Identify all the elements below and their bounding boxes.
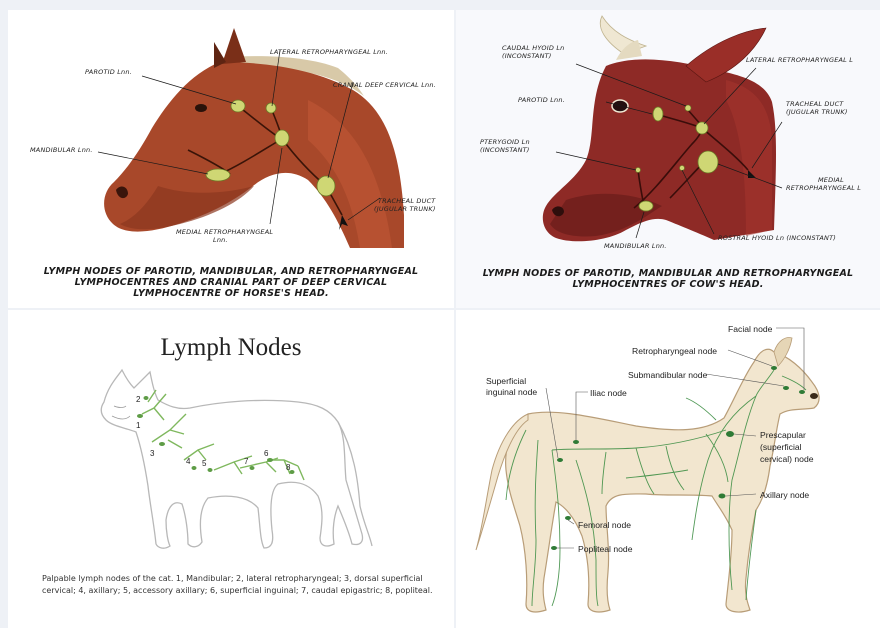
horse-caption-line: LYMPHOCENTRES AND CRANIAL PART OF DEEP C…	[8, 277, 454, 288]
horse-lateral-retro-node	[266, 103, 276, 113]
dog-axillary-node	[719, 494, 726, 499]
horse-medial-retro-label-1: MEDIAL RETROPHARYNGEAL	[176, 228, 273, 236]
cat-panel: Lymph Nodes 1 2 3 4 5	[8, 310, 454, 628]
cat-node-6	[267, 458, 273, 462]
dog-prescap-label-2: (superficial	[760, 442, 802, 452]
cow-mandibular-label: MANDIBULAR Lnn.	[604, 242, 667, 250]
cow-caption-line: LYMPH NODES OF PAROTID, MANDIBULAR AND R…	[456, 268, 880, 279]
horse-ear	[222, 28, 246, 64]
cow-caudal-hyoid-label-2: (INCONSTANT)	[502, 52, 552, 60]
dog-iliac-label: Iliac node	[590, 388, 627, 398]
horse-lateral-retro-label: LATERAL RETROPHARYNGEAL Lnn.	[270, 48, 388, 56]
cow-medial-retro-label-2: RETROPHARYNGEAL L	[786, 184, 861, 192]
horse-cranial-deep-label: CRANIAL DEEP CERVICAL Lnn.	[333, 81, 436, 89]
horse-cranial-deep-node	[317, 176, 335, 196]
dog-panel: Facial node Retropharyngeal node Submand…	[456, 310, 880, 628]
cow-rostral-hyoid-label: ROSTRAL HYOID Ln (INCONSTANT)	[718, 234, 836, 242]
dog-sup-ing-label-2: inguinal node	[486, 387, 537, 397]
horse-parotid-label: PAROTID Lnn.	[85, 68, 132, 76]
dog-retro-label: Retropharyngeal node	[632, 346, 717, 356]
cat-number-1: 1	[136, 421, 141, 430]
horse-medial-retro-node	[275, 130, 289, 146]
cat-number-7: 7	[244, 457, 249, 466]
dog-submand-label: Submandibular node	[628, 370, 708, 380]
cow-lateral-retro-label: LATERAL RETROPHARYNGEAL L	[746, 56, 853, 64]
cat-number-5: 5	[202, 459, 207, 468]
cow-mandibular-node	[639, 201, 653, 211]
cow-pterygoid-label-2: (INCONSTANT)	[480, 146, 530, 154]
horse-tracheal-label-1: TRACHEAL DUCT	[378, 197, 436, 205]
dog-prescap-label-1: Prescapular	[760, 430, 806, 440]
cat-number-2: 2	[136, 395, 141, 404]
horse-tracheal-label-2: (JUGULAR TRUNK)	[374, 205, 436, 213]
dog-body	[506, 349, 819, 612]
dog-submand-node	[783, 386, 789, 390]
dog-illustration: Facial node Retropharyngeal node Submand…	[456, 310, 880, 628]
horse-caption: LYMPH NODES OF PAROTID, MANDIBULAR, AND …	[8, 266, 454, 299]
cat-number-8: 8	[286, 463, 291, 472]
cow-caudal-hyoid-label-1: CAUDAL HYOID Ln	[502, 44, 564, 52]
cat-node-7	[250, 466, 255, 470]
cat-number-6: 6	[264, 449, 269, 458]
cat-node-4	[192, 466, 197, 470]
dog-facial-label: Facial node	[728, 324, 773, 334]
cow-parotid-node	[653, 107, 663, 121]
cow-pterygoid-label-1: PTERYGOID Ln	[480, 138, 530, 146]
dog-retro-node	[771, 366, 777, 370]
horse-caption-line: LYMPH NODES OF PAROTID, MANDIBULAR, AND …	[8, 266, 454, 277]
horse-mandibular-label: MANDIBULAR Lnn.	[30, 146, 93, 154]
dog-facial-node	[799, 390, 805, 394]
horse-mandibular-node	[206, 169, 230, 181]
dog-nose	[810, 393, 818, 399]
cow-face-shade	[550, 194, 662, 237]
dog-prescap-label-3: cervical) node	[760, 454, 814, 464]
dog-axillary-label: Axillary node	[760, 490, 809, 500]
cow-rostral-hyoid-node	[680, 166, 685, 171]
horse-illustration: PAROTID Lnn. LATERAL RETROPHARYNGEAL Lnn…	[8, 10, 454, 308]
cat-node-1	[137, 414, 143, 418]
dog-femoral-label: Femoral node	[578, 520, 631, 530]
dog-sup-ing-label-1: Superficial	[486, 376, 526, 386]
cat-number-3: 3	[150, 449, 155, 458]
cat-node-5	[208, 468, 213, 472]
dog-iliac-node	[573, 440, 579, 444]
dog-popliteal-label: Popliteal node	[578, 544, 633, 554]
cow-tracheal-label-1: TRACHEAL DUCT	[786, 100, 844, 108]
cow-tracheal-label-2: (JUGULAR TRUNK)	[786, 108, 848, 116]
cow-medial-retro-label-1: MEDIAL	[818, 176, 844, 184]
cow-illustration: CAUDAL HYOID Ln (INCONSTANT) LATERAL RET…	[456, 10, 880, 308]
dog-sup-ing-node	[557, 458, 563, 462]
cow-pterygoid-node	[636, 168, 641, 173]
horse-eye	[195, 104, 207, 112]
horse-panel: PAROTID Lnn. LATERAL RETROPHARYNGEAL Lnn…	[8, 10, 454, 308]
cat-node-2	[144, 396, 149, 400]
horse-parotid-node	[231, 100, 245, 112]
horse-medial-retro-label-2: Lnn.	[213, 236, 228, 244]
cow-lateral-retro-node	[696, 122, 708, 134]
cow-medial-retro-node	[698, 151, 718, 173]
cat-caption: Palpable lymph nodes of the cat. 1, Mand…	[42, 573, 442, 597]
cow-caption: LYMPH NODES OF PAROTID, MANDIBULAR AND R…	[456, 268, 880, 290]
cat-number-4: 4	[186, 457, 191, 466]
cow-parotid-label: PAROTID Lnn.	[518, 96, 565, 104]
horse-caption-line: LYMPHOCENTRE OF HORSE'S HEAD.	[8, 288, 454, 299]
dog-femoral-node	[565, 516, 571, 520]
cat-node-3	[159, 442, 165, 446]
cow-caption-line: LYMPHOCENTRES OF COW'S HEAD.	[456, 279, 880, 290]
dog-prescap-node	[726, 431, 734, 437]
cow-panel: CAUDAL HYOID Ln (INCONSTANT) LATERAL RET…	[456, 10, 880, 308]
